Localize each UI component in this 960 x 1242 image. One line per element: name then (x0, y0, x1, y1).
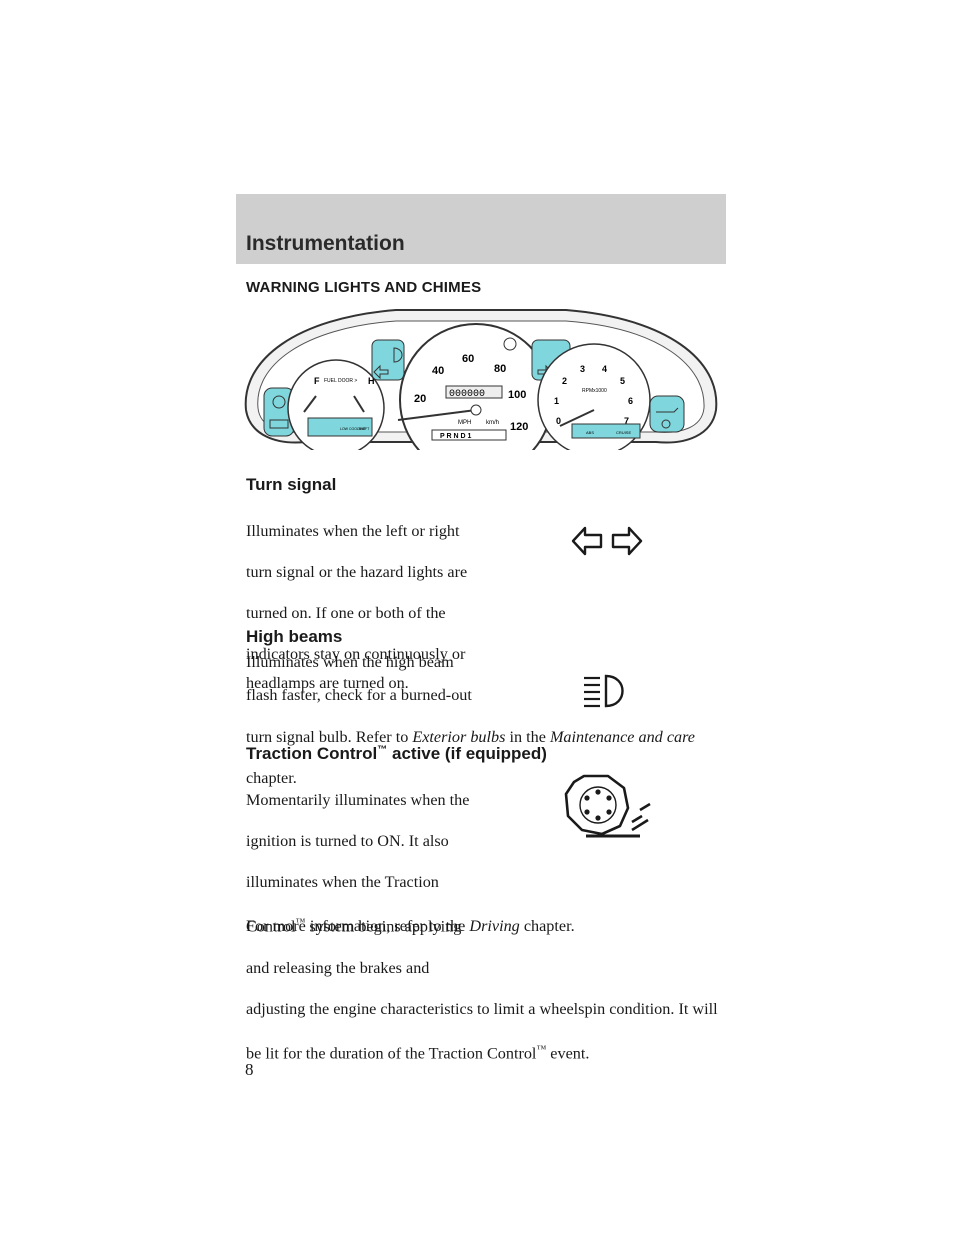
right-warning-panel (649, 395, 685, 433)
high-beam-icon (584, 674, 624, 708)
traction-control-body: Momentarily illuminates when the ignitio… (246, 769, 736, 1085)
turn-signal-line-4: indicators stay on continuously or (246, 645, 466, 664)
turn-signal-heading: Turn signal (246, 475, 337, 494)
turn-signal-line-3: turned on. If one or both of the (246, 603, 446, 622)
speed-60: 60 (462, 353, 474, 365)
speed-20: 20 (414, 393, 426, 405)
header-band: Instrumentation (236, 194, 726, 264)
kmh-label: km/h (486, 420, 499, 426)
turn-signal-line-2: turn signal or the hazard lights are (246, 562, 468, 581)
turn-signal-arrows-icon (571, 526, 643, 556)
high-beams-heading: High beams (246, 627, 343, 646)
traction-line-7: be lit for the duration of the Traction … (246, 1044, 590, 1063)
high-beams-body: Illuminates when the high beam headlamps… (246, 653, 454, 692)
rpm-5: 5 (620, 376, 625, 386)
exterior-bulbs-reference: Exterior bulbs (412, 727, 506, 746)
traction-line-3: illuminates when the Traction (246, 872, 439, 891)
rpm-1: 1 (554, 396, 559, 406)
door-ajar-icon (272, 395, 286, 409)
rpm-4: 4 (602, 364, 607, 374)
rpm-label: RPMx1000 (582, 388, 607, 394)
low-coolant-label: LOW COOLANT (340, 427, 367, 431)
driving-chapter-reference: Driving (469, 917, 520, 935)
cruise-label: CRUISE (616, 430, 631, 435)
temp-hot-label: H (368, 376, 375, 386)
turn-signal-line-7: chapter. (246, 768, 297, 787)
traction-line-2: ignition is turned to ON. It also (246, 831, 449, 850)
section-title: WARNING LIGHTS AND CHIMES (246, 279, 482, 296)
turn-signal-line-6: turn signal bulb. Refer to Exterior bulb… (246, 727, 695, 746)
traction-line-6: adjusting the engine characteristics to … (246, 999, 718, 1018)
brake-icon (661, 419, 671, 429)
rpm-7: 7 (624, 416, 629, 426)
rpm-2: 2 (562, 376, 567, 386)
traction-line-5: and releasing the brakes and (246, 958, 430, 977)
rpm-3: 3 (580, 364, 585, 374)
temp-needle (353, 395, 365, 413)
charging-icon (269, 419, 289, 429)
speed-100: 100 (508, 389, 526, 401)
lower-left-warning-strip (307, 417, 373, 437)
fuel-door-label: FUEL DOOR > (324, 378, 357, 384)
traction-control-icon (564, 774, 651, 838)
mph-label: MPH (458, 420, 471, 426)
turn-signal-body: Illuminates when the left or right turn … (246, 500, 726, 809)
turn-signal-line-5: flash faster, check for a burned-out (246, 686, 472, 705)
speed-120: 120 (510, 421, 528, 433)
page-number: 8 (245, 1060, 254, 1079)
traction-control-heading: Traction Control™ active (if equipped) (246, 744, 547, 763)
lower-right-warning-strip (571, 423, 641, 439)
fuel-needle (303, 395, 317, 413)
fuel-full-label: F (314, 376, 320, 386)
speed-80: 80 (494, 363, 506, 375)
speed-40: 40 (432, 365, 444, 377)
key-icon (503, 337, 517, 351)
traction-line-1: Momentarily illuminates when the (246, 790, 470, 809)
rpm-6: 6 (628, 396, 633, 406)
odometer-value: 000000 (449, 389, 485, 400)
gear-label: P R N D 1 (440, 433, 471, 440)
traction-line-4: Control™ system begins applying (246, 917, 462, 936)
gear-indicator (431, 429, 507, 441)
oil-pressure-icon (656, 407, 679, 413)
tachometer-needle (559, 409, 595, 427)
instrument-cluster-illustration: F H FUEL DOOR > LOW COOLANT THEFT 20 40 … (244, 309, 718, 450)
theft-label: THEFT (358, 427, 370, 431)
rpm-0: 0 (556, 416, 561, 426)
turn-signal-line-1: Illuminates when the left or right (246, 521, 460, 540)
speedometer-needle (397, 409, 477, 421)
odometer-window (445, 385, 503, 399)
maintenance-care-reference: Maintenance and care (549, 727, 695, 746)
left-turn-indicator (373, 364, 389, 380)
abs-label: ABS (586, 430, 594, 435)
page-title: Instrumentation (246, 232, 405, 255)
traction-more-info: For more information, refer to the Drivi… (246, 917, 575, 935)
